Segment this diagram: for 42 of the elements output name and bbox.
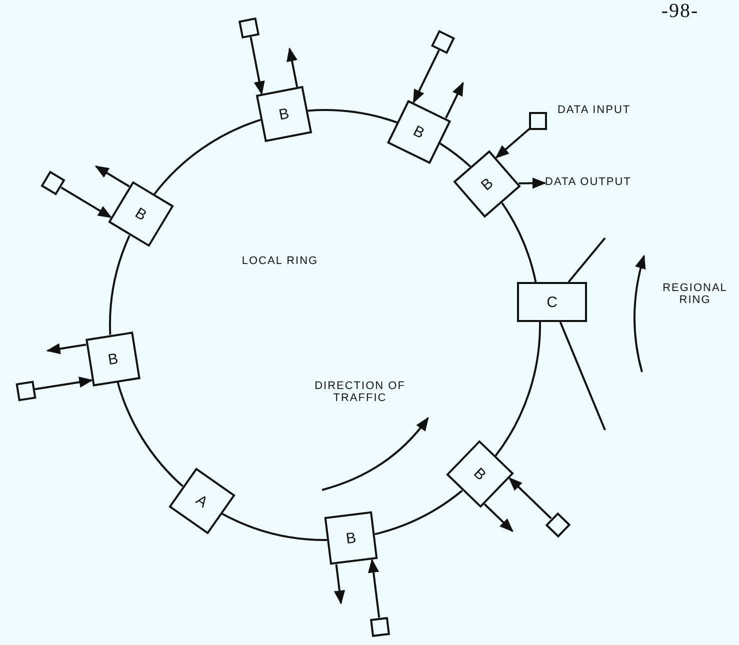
arrow (250, 36, 265, 96)
station-box: B (256, 86, 312, 142)
station-box: C (517, 282, 587, 322)
terminal-box (238, 18, 260, 39)
terminal-box (370, 616, 390, 637)
station-box: B (446, 440, 514, 508)
ring-line (222, 512, 328, 541)
terminal-box (15, 380, 36, 401)
arrow (518, 178, 546, 189)
arrow (508, 477, 552, 520)
station-box: A (168, 468, 236, 535)
arrow (60, 186, 112, 218)
input-label: DATA INPUT (557, 104, 631, 116)
ring-line (559, 322, 606, 430)
station-box: B (387, 100, 452, 164)
ring-line (494, 322, 541, 457)
arrow (334, 564, 346, 604)
station-box: B (108, 181, 174, 248)
arrow (412, 50, 440, 104)
station-box: B (85, 331, 140, 386)
ring-line (109, 235, 130, 335)
station-box: B (324, 512, 378, 566)
arrow (368, 558, 380, 618)
station-box: B (453, 150, 522, 218)
ring-line (153, 118, 262, 196)
ring-line (374, 490, 463, 536)
arrow (46, 343, 86, 354)
arrow (94, 166, 130, 188)
direction-label: DIRECTION OF TRAFFIC (314, 380, 406, 404)
arrow (484, 503, 514, 532)
page-number: -98- (660, 0, 700, 23)
arrow (445, 82, 464, 119)
ring-line (116, 382, 184, 488)
arrow (286, 47, 298, 88)
ring-line (568, 237, 606, 283)
output-label: DATA OUTPUT (545, 173, 655, 191)
arrow (495, 128, 530, 159)
ring-line (308, 109, 398, 124)
ring-line (501, 202, 537, 282)
ring-line (440, 142, 472, 168)
ring-label: REGIONAL RING (662, 282, 728, 306)
ring-label: LOCAL RING (240, 255, 320, 267)
